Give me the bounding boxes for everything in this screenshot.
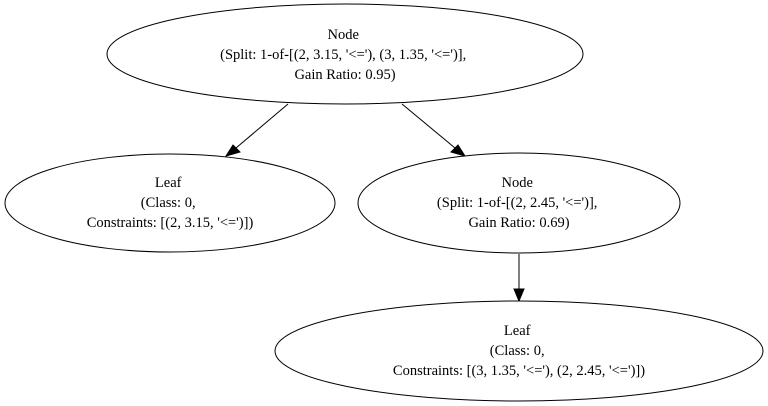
bottom-leaf-class: (Class: 0, bbox=[490, 343, 545, 359]
root-node-split: (Split: 1-of-[(2, 3.15, '<='), (3, 1.35,… bbox=[220, 47, 466, 63]
left-leaf-class: (Class: 0, bbox=[141, 195, 196, 211]
left-leaf-label: Leaf (Class: 0, Constraints: [(2, 3.15, … bbox=[87, 175, 254, 231]
edge-right-node-to-bottom-leaf bbox=[513, 254, 525, 303]
left-leaf-constraints: Constraints: [(2, 3.15, '<=')]) bbox=[87, 215, 254, 231]
bottom-leaf-constraints: Constraints: [(3, 1.35, '<='), (2, 2.45,… bbox=[393, 363, 645, 379]
bottom-leaf-title: Leaf bbox=[504, 323, 531, 339]
right-split-node-ellipse bbox=[357, 152, 681, 254]
root-node-gain-ratio: Gain Ratio: 0.95) bbox=[294, 67, 395, 83]
left-leaf-title: Leaf bbox=[155, 175, 182, 191]
bottom-leaf-node: Leaf (Class: 0, Constraints: [(3, 1.35, … bbox=[274, 300, 764, 402]
root-node: Node (Split: 1-of-[(2, 3.15, '<='), (3, … bbox=[106, 3, 584, 105]
right-split-node-label: Node (Split: 1-of-[(2, 2.45, '<=')], Gai… bbox=[437, 175, 601, 231]
edge-root-to-left-leaf bbox=[224, 103, 289, 157]
root-node-label: Node (Split: 1-of-[(2, 3.15, '<='), (3, … bbox=[220, 27, 470, 83]
bottom-leaf-ellipse bbox=[274, 300, 764, 402]
right-split-node-split: (Split: 1-of-[(2, 2.45, '<=')], bbox=[437, 195, 598, 211]
bottom-leaf-label: Leaf (Class: 0, Constraints: [(3, 1.35, … bbox=[393, 323, 645, 379]
right-split-node-title: Node bbox=[501, 175, 532, 191]
right-split-node-gain-ratio: Gain Ratio: 0.69) bbox=[468, 215, 569, 231]
right-split-node: Node (Split: 1-of-[(2, 2.45, '<=')], Gai… bbox=[357, 152, 681, 254]
edge-root-to-right-node bbox=[401, 103, 467, 157]
left-leaf-node: Leaf (Class: 0, Constraints: [(2, 3.15, … bbox=[4, 153, 336, 253]
root-node-ellipse bbox=[106, 3, 584, 105]
root-node-title: Node bbox=[327, 27, 358, 43]
left-leaf-ellipse bbox=[4, 153, 336, 253]
